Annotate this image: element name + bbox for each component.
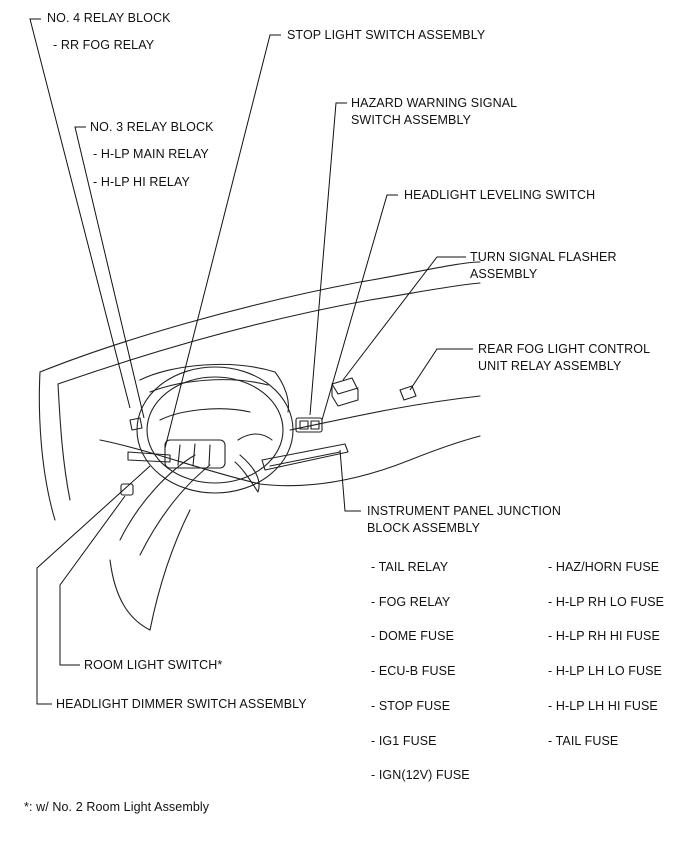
under-panel-bracket [237,433,273,441]
leader-dimmer [36,465,151,705]
fuse-item: - DOME FUSE [371,629,455,643]
dash-top-edge-inner [57,282,481,385]
leveling-switch-top [331,383,359,395]
label-flasher-2: ASSEMBLY [470,267,538,281]
label-junction-2: BLOCK ASSEMBLY [367,521,481,535]
label-junction-1: INSTRUMENT PANEL JUNCTION [367,504,561,518]
fuse-item: - FOG RELAY [371,595,451,609]
label-relay4: NO. 4 RELAY BLOCK [47,11,171,25]
label-hazard-2: SWITCH ASSEMBLY [351,113,472,127]
lower-panel-2 [149,509,191,631]
dimmer-lever [127,451,171,463]
steering-column-2 [139,464,211,556]
leader-leveling [321,194,398,421]
label-flasher-1: TURN SIGNAL FLASHER [470,250,617,264]
fuse-item: - H-LP RH LO FUSE [548,595,665,609]
label-hlp-hi: - H-LP HI RELAY [93,175,190,189]
label-relay3: NO. 3 RELAY BLOCK [90,120,214,134]
hazard-switch-body [295,417,323,433]
label-rearfog-2: UNIT RELAY ASSEMBLY [478,359,622,373]
label-leveling: HEADLIGHT LEVELING SWITCH [404,188,596,202]
switch-detail [177,443,211,467]
cluster-hood-inner [149,379,269,393]
fuse-item: - TAIL FUSE [548,734,619,748]
label-hlp-main: - H-LP MAIN RELAY [93,147,209,161]
left-door-edge [57,383,71,501]
junction-block [261,443,349,471]
fuse-item: - H-LP RH HI FUSE [548,629,660,643]
combination-switch [164,439,226,469]
dashboard-drawing [38,261,481,631]
label-hazard-1: HAZARD WARNING SIGNAL [351,96,518,110]
relay-block-small [129,417,143,431]
fuse-item: - IG1 FUSE [371,734,437,748]
leader-hazard [309,102,347,416]
steering-spoke [159,408,251,421]
hazard-switch-inner [299,420,309,430]
label-dimmer: HEADLIGHT DIMMER SWITCH ASSEMBLY [56,697,307,711]
leader-room [59,495,126,666]
steering-wheel-outer [136,366,294,494]
label-rr-fog: - RR FOG RELAY [53,38,155,52]
leader-relay3 [74,126,145,419]
left-pillar [38,371,56,521]
leveling-switch [331,377,359,407]
leader-flasher [342,256,466,381]
leader-junction [339,449,361,512]
steering-column [119,454,196,541]
dash-top-edge [39,261,481,373]
leader-lines [29,18,473,705]
leader-rearfog [409,348,473,391]
junction-block-line [269,451,341,467]
cluster-hood [139,363,289,413]
fuse-item: - ECU-B FUSE [371,664,456,678]
room-light-switch [120,483,134,496]
leader-relay4 [29,18,131,409]
label-stop-switch: STOP LIGHT SWITCH ASSEMBLY [287,28,486,42]
steering-wheel-inner [146,376,284,484]
label-room-light: ROOM LIGHT SWITCH* [84,658,223,672]
fuse-item: - HAZ/HORN FUSE [548,560,660,574]
leader-stop [164,34,281,449]
fuse-item: - H-LP LH HI FUSE [548,699,658,713]
lower-panel [109,559,151,631]
hazard-switch-inner-2 [310,420,320,430]
fuse-item: - H-LP LH LO FUSE [548,664,662,678]
footnote: *: w/ No. 2 Room Light Assembly [24,800,210,814]
fuse-item: - IGN(12V) FUSE [371,768,470,782]
rear-fog-relay [399,385,417,401]
dash-lower-contour [99,435,481,487]
fuse-item: - STOP FUSE [371,699,451,713]
under-panel-left [234,454,260,493]
label-rearfog-1: REAR FOG LIGHT CONTROL [478,342,651,356]
fuse-item: - TAIL RELAY [371,560,449,574]
